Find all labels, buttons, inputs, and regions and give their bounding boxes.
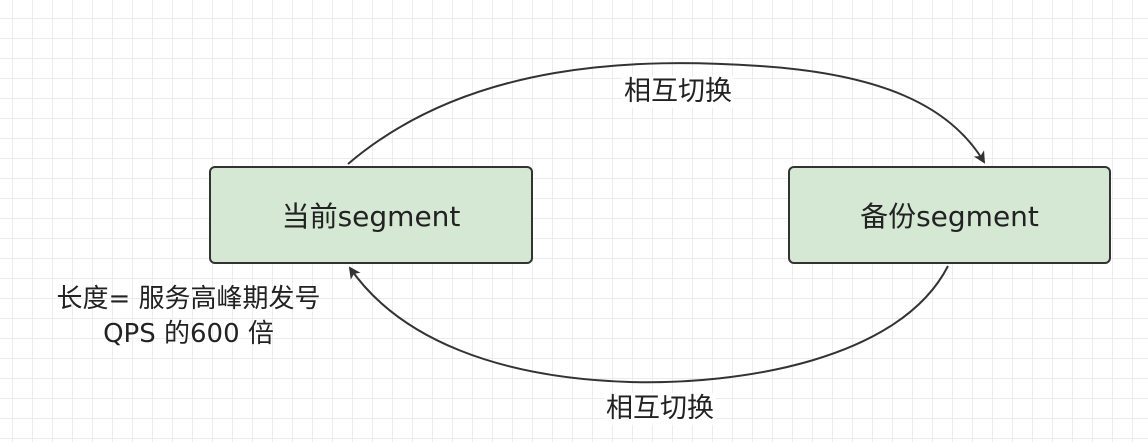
current-segment-node: 当前segment [209, 166, 533, 264]
segment-length-note: 长度= 服务高峰期发号 QPS 的600 倍 [36, 282, 341, 351]
backup-segment-node: 备份segment [788, 166, 1111, 264]
bottom-edge-label: 相互切换 [604, 393, 716, 426]
edge-backup-to-current [348, 265, 949, 384]
current-segment-label: 当前segment [281, 200, 461, 233]
note-line-2: QPS 的600 倍 [103, 318, 274, 349]
backup-segment-label: 备份segment [860, 200, 1039, 233]
edge-current-to-backup [347, 62, 986, 165]
note-line-1: 长度= 服务高峰期发号 [56, 284, 321, 314]
top-edge-label: 相互切换 [622, 76, 734, 109]
